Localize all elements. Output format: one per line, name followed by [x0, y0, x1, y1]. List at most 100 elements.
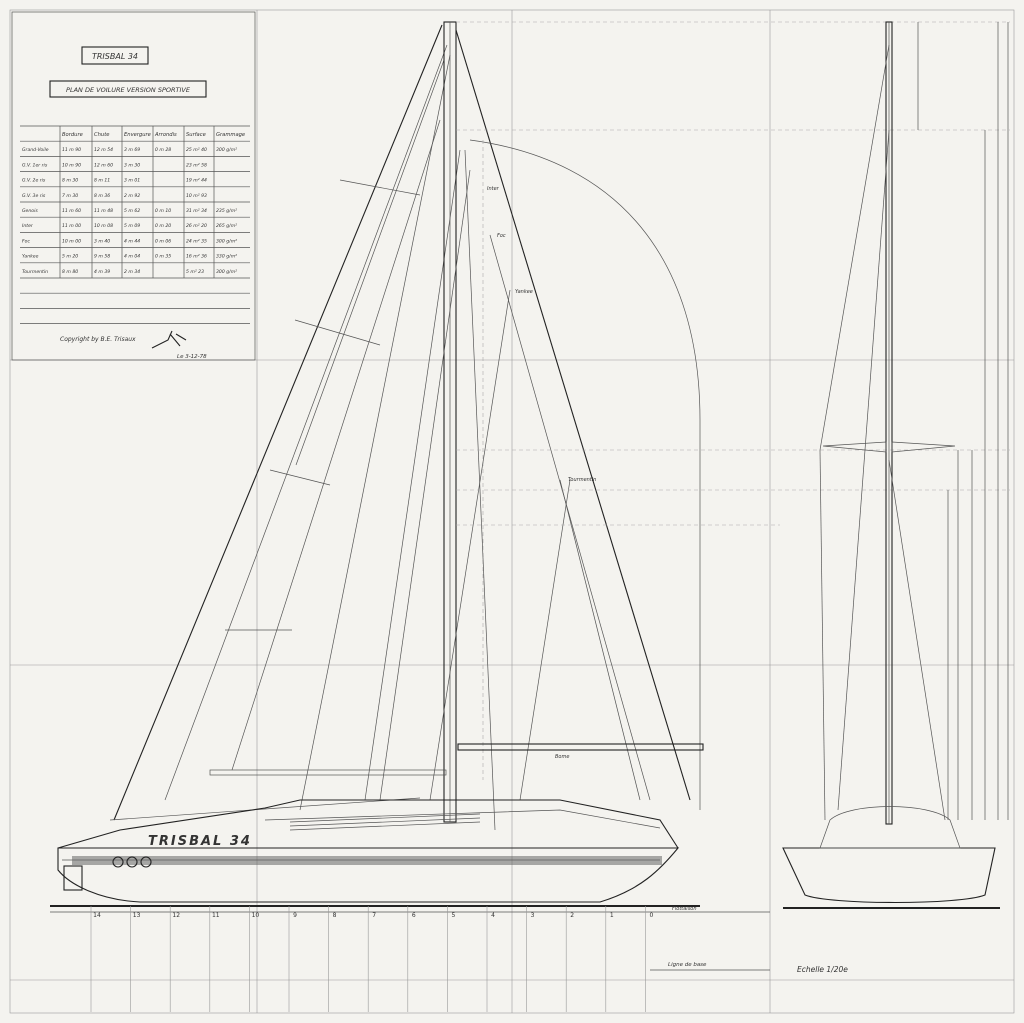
- station-number: 14: [93, 912, 101, 919]
- table-cell: 11 m 60: [62, 208, 81, 214]
- table-cell: 3 m 30: [124, 162, 140, 168]
- station-number: 2: [570, 912, 574, 919]
- table-cell: Foc: [22, 238, 30, 244]
- table-cell: 5 m 09: [124, 223, 140, 229]
- table-cell: 23 m² 58: [186, 162, 207, 168]
- table-cell: 10 m 00: [62, 238, 81, 244]
- table-cell: G.V. 2e ris: [22, 178, 46, 184]
- table-cell: G.V. 3e ris: [22, 193, 46, 199]
- table-cell: 3 m 69: [124, 147, 140, 153]
- side-view-rig: Inter Foc Yankee Tourmentin Bome: [109, 21, 1010, 831]
- table-cell: 5 m 62: [124, 208, 140, 214]
- table-cell: 300 g/m²: [216, 269, 237, 275]
- table-header-cell: Surface: [186, 132, 206, 138]
- table-cell: 5 m² 23: [186, 269, 204, 275]
- table-cell: 12 m 54: [94, 147, 113, 153]
- table-cell: 235 g/m²: [216, 208, 237, 214]
- station-number: 1: [610, 912, 614, 919]
- station-number: 3: [531, 912, 535, 919]
- station-number: 8: [333, 912, 337, 919]
- signature-mark: [151, 330, 187, 349]
- table-cell: Yankee: [22, 254, 39, 260]
- copyright-text: Copyright by B.E. Trisaux: [60, 336, 136, 343]
- station-number: 12: [172, 912, 180, 919]
- table-cell: 0 m 20: [155, 223, 171, 229]
- copyright-block: Copyright by B.E. Trisaux Le 3-12-78: [60, 330, 207, 360]
- table-cell: 0 m 06: [155, 238, 171, 244]
- station-number: 10: [252, 912, 260, 919]
- label-yankee: Yankee: [515, 289, 533, 295]
- label-foc: Foc: [497, 233, 506, 239]
- table-cell: 9 m 58: [94, 254, 110, 260]
- table-cell: 8 m 11: [94, 178, 110, 184]
- table-cell: 3 m 40: [94, 238, 110, 244]
- table-cell: 0 m 28: [155, 147, 171, 153]
- table-cell: Genois: [22, 208, 38, 214]
- title-block: TRISBAL 34 PLAN DE VOILURE VERSION SPORT…: [11, 11, 256, 361]
- table-cell: 0 m 10: [155, 208, 171, 214]
- front-waterline-label: Flottaison: [672, 906, 697, 912]
- table-cell: 8 m 80: [62, 269, 78, 275]
- table-cell: 26 m² 20: [186, 223, 207, 229]
- table-cell: 4 m 39: [94, 269, 110, 275]
- table-cell: 4 m 44: [124, 238, 140, 244]
- table-cell: 19 m² 44: [186, 178, 207, 184]
- label-boom: Bome: [555, 754, 569, 760]
- table-cell: 11 m 90: [62, 147, 81, 153]
- drawing-title: TRISBAL 34: [92, 52, 138, 61]
- hull-name: TRISBAL 34: [148, 834, 252, 849]
- drawing-date: Le 3-12-78: [177, 354, 207, 360]
- table-cell: Inter: [22, 223, 34, 229]
- table-header-cell: Envergure: [124, 132, 151, 138]
- station-number: 11: [212, 912, 220, 919]
- label-inter: Inter: [487, 186, 500, 192]
- table-cell: G.V. 1er ris: [22, 162, 48, 168]
- table-cell: Tourmentin: [22, 269, 48, 275]
- table-header-cell: Arrondis: [154, 132, 177, 138]
- table-cell: 5 m 20: [62, 254, 78, 260]
- table-cell: 2 m 92: [124, 193, 140, 199]
- station-number: 5: [451, 912, 455, 919]
- station-number: 7: [372, 912, 376, 919]
- table-cell: 10 m 08: [94, 223, 113, 229]
- table-cell: Grand-Voile: [22, 147, 49, 153]
- table-cell: 11 m 00: [62, 223, 81, 229]
- table-cell: 25 m² 40: [186, 147, 207, 153]
- table-header-cell: Bordure: [62, 132, 83, 138]
- station-number: 9: [293, 912, 297, 919]
- table-cell: 0 m 35: [155, 254, 171, 260]
- table-cell: 24 m² 35: [186, 238, 207, 244]
- table-cell: 8 m 36: [94, 193, 110, 199]
- station-number: 6: [412, 912, 416, 919]
- drawing-subtitle: PLAN DE VOILURE VERSION SPORTIVE: [66, 86, 191, 94]
- table-cell: 330 g/m²: [216, 254, 237, 260]
- table-cell: 7 m 30: [62, 193, 78, 199]
- table-header-cell: Chute: [94, 132, 109, 138]
- table-cell: 31 m² 34: [186, 208, 207, 214]
- table-cell: 300 g/m²: [216, 238, 237, 244]
- table-cell: 16 m² 36: [186, 254, 207, 260]
- table-cell: 265 g/m²: [216, 223, 237, 229]
- bottom-labels: Ligne de base Flottaison Echelle 1/20e: [650, 906, 848, 974]
- table-cell: 2 m 34: [124, 269, 140, 275]
- table-cell: 12 m 60: [94, 162, 113, 168]
- table-cell: 300 g/m²: [216, 147, 237, 153]
- front-view: [782, 21, 1009, 909]
- station-number: 13: [133, 912, 141, 919]
- side-view-hull: TRISBAL 34: [50, 799, 700, 907]
- station-number: 4: [491, 912, 495, 919]
- table-header-cell: Grammage: [216, 132, 245, 138]
- table-cell: 4 m 04: [124, 254, 140, 260]
- station-number: 0: [649, 912, 653, 919]
- table-cell: 10 m² 93: [186, 193, 207, 199]
- table-cell: 11 m 48: [94, 208, 113, 214]
- table-cell: 10 m 90: [62, 162, 81, 168]
- baseline-label: Ligne de base: [668, 962, 707, 968]
- table-cell: 3 m 01: [124, 178, 140, 184]
- label-tourmentin: Tourmentin: [568, 477, 596, 483]
- scale-label: Echelle 1/20e: [797, 965, 848, 974]
- table-cell: 8 m 30: [62, 178, 78, 184]
